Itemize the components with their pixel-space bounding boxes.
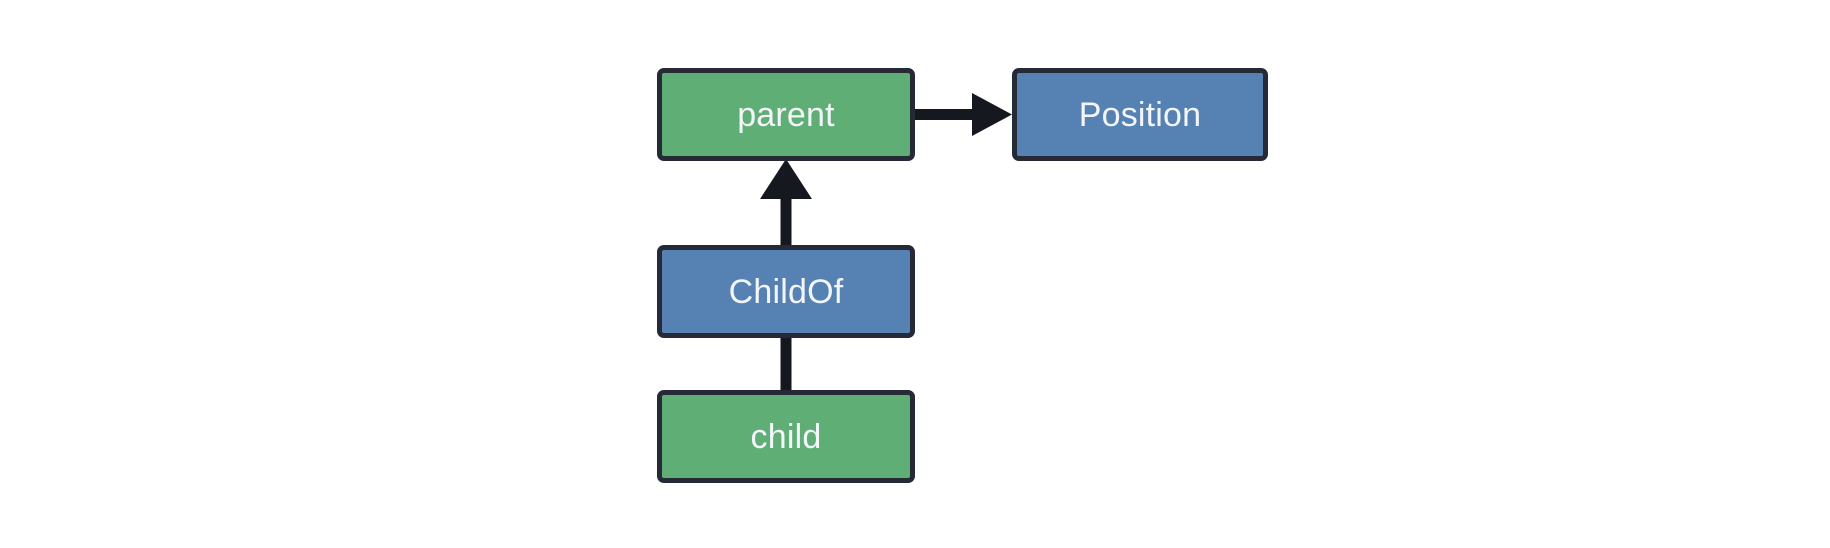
edge-child-to-childof xyxy=(780,332,792,394)
node-position[interactable]: Position xyxy=(1012,68,1268,161)
node-child-label: child xyxy=(750,417,822,456)
edge-parent-to-position xyxy=(914,93,1012,136)
node-child[interactable]: child xyxy=(657,390,915,483)
node-childof[interactable]: ChildOf xyxy=(657,245,915,338)
node-parent[interactable]: parent xyxy=(657,68,915,161)
node-parent-label: parent xyxy=(737,95,835,134)
node-childof-label: ChildOf xyxy=(728,272,844,311)
edge-childof-to-parent xyxy=(760,159,812,249)
node-position-label: Position xyxy=(1078,95,1202,134)
